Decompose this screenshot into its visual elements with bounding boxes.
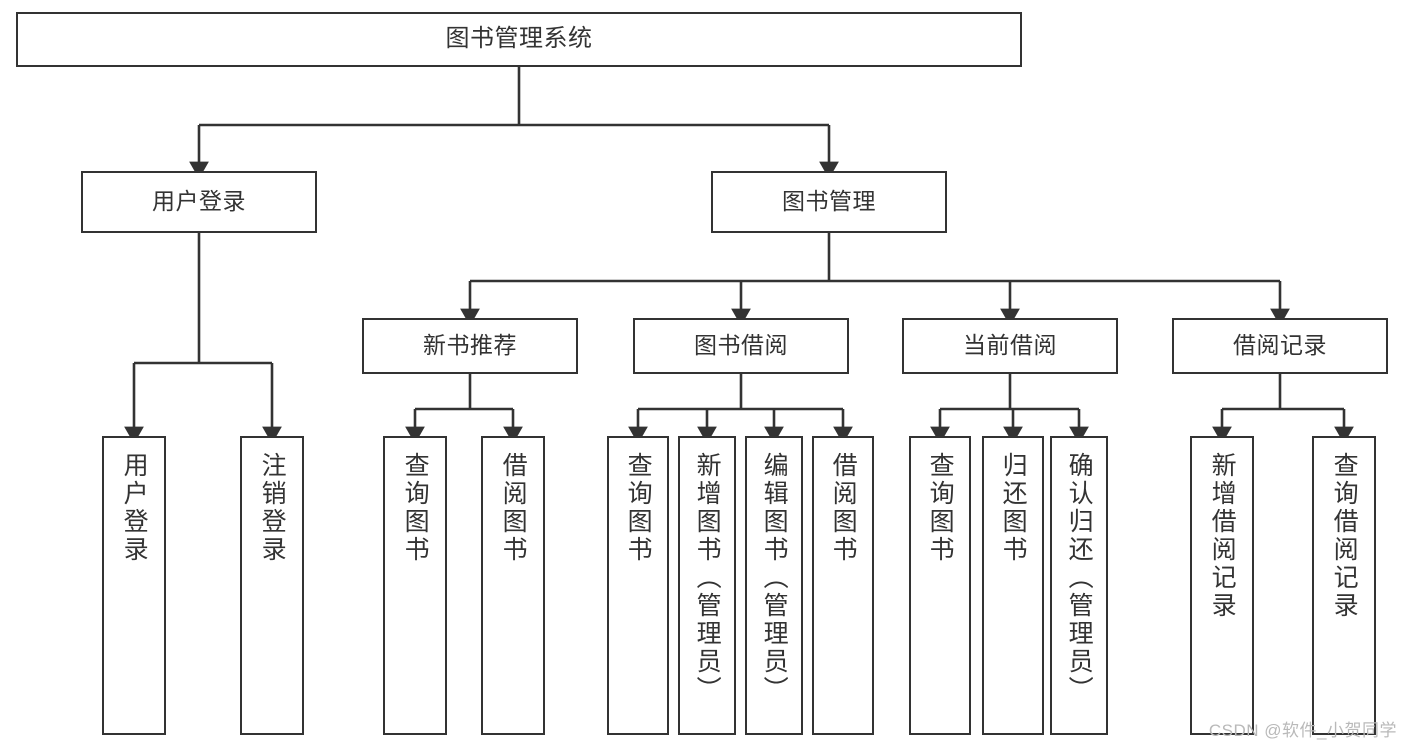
node-label: 查询图书 — [624, 452, 653, 564]
node-label: 借阅图书 — [829, 452, 858, 564]
node-label: 图书管理系统 — [445, 25, 593, 53]
node-leaf-cu-query[interactable]: 查询图书 — [909, 436, 971, 735]
csdn-watermark: CSDN @软件_小贺同学 — [1208, 721, 1397, 740]
node-leaf-nb-query[interactable]: 查询图书 — [383, 436, 447, 735]
node-label: 当前借阅 — [963, 332, 1057, 359]
node-leaf-bo-query[interactable]: 查询图书 — [607, 436, 669, 735]
node-label: 注销登录 — [258, 452, 287, 564]
node-label: 借阅图书 — [499, 452, 528, 564]
node-leaf-bo-borrow[interactable]: 借阅图书 — [812, 436, 874, 735]
node-label: 新书推荐 — [423, 332, 517, 359]
node-leaf-user-login[interactable]: 用户登录 — [102, 436, 166, 735]
node-newbook[interactable]: 新书推荐 — [362, 318, 578, 374]
node-label: 用户登录 — [152, 188, 246, 215]
node-bookmgmt[interactable]: 图书管理 — [711, 171, 947, 233]
node-label: 归还图书 — [999, 452, 1028, 564]
node-label: 查询图书 — [401, 452, 430, 564]
node-label: 查询图书 — [926, 452, 955, 564]
node-leaf-bo-add[interactable]: 新增图书（管理员） — [678, 436, 736, 735]
node-leaf-bo-edit[interactable]: 编辑图书（管理员） — [745, 436, 803, 735]
node-leaf-rc-add[interactable]: 新增借阅记录 — [1190, 436, 1254, 735]
node-login[interactable]: 用户登录 — [81, 171, 317, 233]
node-root[interactable]: 图书管理系统 — [16, 12, 1022, 67]
node-label: 借阅记录 — [1233, 332, 1327, 359]
node-label: 用户登录 — [120, 452, 149, 564]
node-leaf-cu-return[interactable]: 归还图书 — [982, 436, 1044, 735]
node-label: 图书借阅 — [694, 332, 788, 359]
node-label: 查询借阅记录 — [1330, 452, 1359, 620]
node-label: 新增借阅记录 — [1208, 452, 1237, 620]
node-label: 新增图书（管理员） — [693, 452, 722, 704]
node-label: 确认归还（管理员） — [1065, 452, 1094, 704]
node-records[interactable]: 借阅记录 — [1172, 318, 1388, 374]
node-leaf-nb-borrow[interactable]: 借阅图书 — [481, 436, 545, 735]
node-label: 图书管理 — [782, 188, 876, 215]
node-borrow[interactable]: 图书借阅 — [633, 318, 849, 374]
node-current[interactable]: 当前借阅 — [902, 318, 1118, 374]
node-leaf-cu-confirm[interactable]: 确认归还（管理员） — [1050, 436, 1108, 735]
node-leaf-user-logout[interactable]: 注销登录 — [240, 436, 304, 735]
node-label: 编辑图书（管理员） — [760, 452, 789, 704]
node-leaf-rc-query[interactable]: 查询借阅记录 — [1312, 436, 1376, 735]
